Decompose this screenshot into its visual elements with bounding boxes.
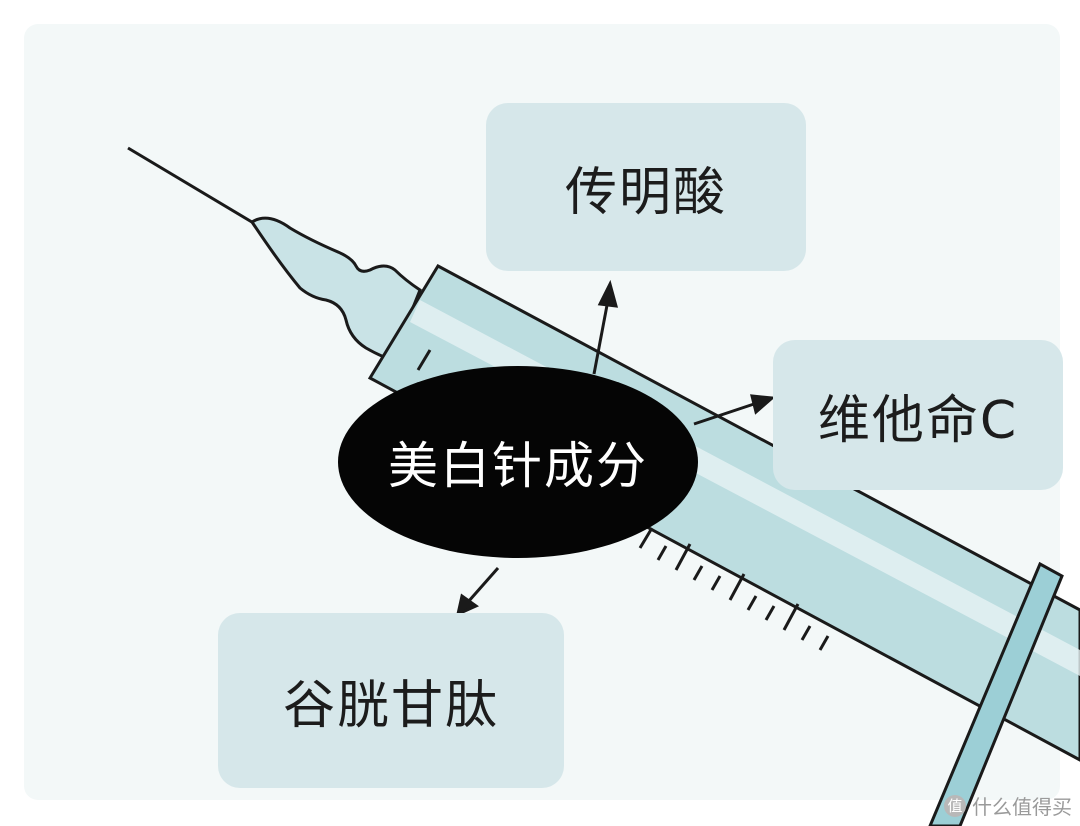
center-label: 美白针成分 (388, 437, 648, 495)
connector-arrows (455, 279, 776, 617)
syringe-hub (249, 216, 422, 362)
ingredient-label: 维他命C (817, 390, 1019, 451)
badge-icon: 值 (944, 794, 966, 817)
ingredient-label: 谷胱甘肽 (282, 676, 499, 736)
watermark: 值 什么值得买 (944, 791, 1072, 820)
ingredient-label: 传明酸 (564, 162, 727, 223)
watermark-text: 什么值得买 (972, 795, 1072, 819)
syringe-graduations (416, 349, 830, 651)
ingredient-tranexamic-acid: 传明酸 (486, 103, 806, 271)
ingredient-glutathione: 谷胱甘肽 (218, 613, 564, 788)
syringe-plunger-flange (928, 561, 1064, 826)
ingredient-vitamin-c: 维他命C (773, 340, 1063, 490)
syringe-needle (127, 146, 263, 230)
center-node: 美白针成分 (338, 366, 698, 558)
